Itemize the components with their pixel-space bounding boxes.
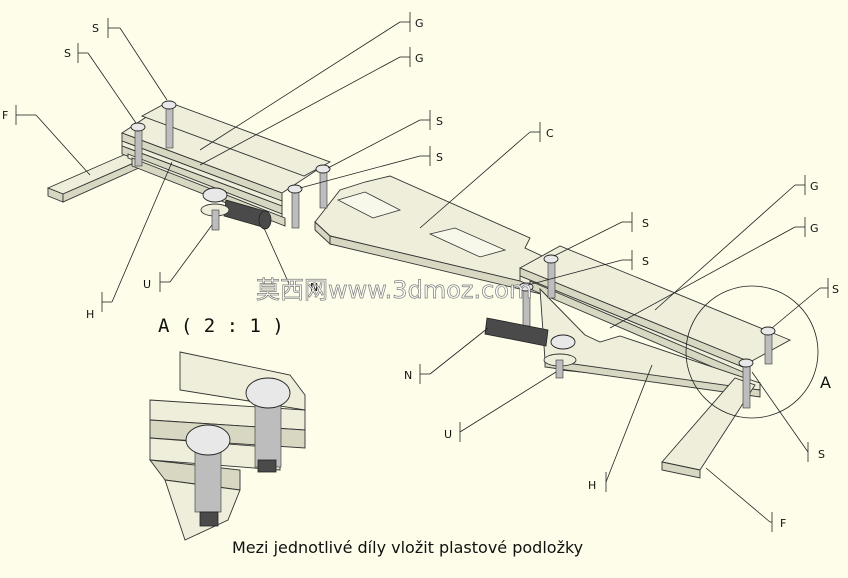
callout-s-3: S (436, 115, 443, 128)
callout-h-2: H (588, 479, 596, 492)
callout-s-8: S (818, 448, 825, 461)
screw-s-4 (287, 184, 303, 229)
callout-c: C (546, 127, 554, 140)
watermark: 莫西网www.3dmoz.com (256, 276, 532, 304)
callout-g-1: G (415, 17, 424, 30)
callout-g-4: G (810, 222, 819, 235)
callout-f-1: F (2, 109, 8, 122)
part-f-right (661, 377, 756, 479)
detail-view-a: A ( 2 : 1 ) (149, 315, 306, 541)
callout-n-2: N (404, 369, 412, 382)
screw-s-8 (738, 358, 754, 409)
part-g-right-stack (518, 245, 792, 398)
screw-s-7 (760, 326, 776, 365)
rod-end-left (200, 187, 272, 231)
callout-s-5: S (642, 217, 649, 230)
callout-g-3: G (810, 180, 819, 193)
screw-s-1 (161, 100, 177, 149)
screw-s-3 (315, 164, 331, 209)
detail-view-title: A ( 2 : 1 ) (158, 315, 284, 337)
callouts: S S F G G S S C (2, 12, 839, 532)
detail-circle-label: A (820, 373, 831, 392)
callout-u-1: U (143, 278, 151, 291)
callout-n-1: N (310, 281, 318, 294)
detail-circle (685, 285, 819, 419)
callout-s-1: S (92, 22, 99, 35)
callout-h-1: H (86, 308, 94, 321)
callout-f-2: F (780, 517, 786, 530)
screw-s-2 (130, 122, 146, 167)
callout-u-2: U (444, 428, 452, 441)
callout-s-2: S (64, 47, 71, 60)
callout-s-6: S (642, 255, 649, 268)
rod-end-right (484, 317, 577, 379)
callout-s-7: S (832, 283, 839, 296)
callout-g-2: G (415, 52, 424, 65)
main-assembly: A (46, 100, 831, 479)
callout-s-4: S (436, 151, 443, 164)
note-caption: Mezi jednotlivé díly vložit plastové pod… (232, 538, 583, 557)
